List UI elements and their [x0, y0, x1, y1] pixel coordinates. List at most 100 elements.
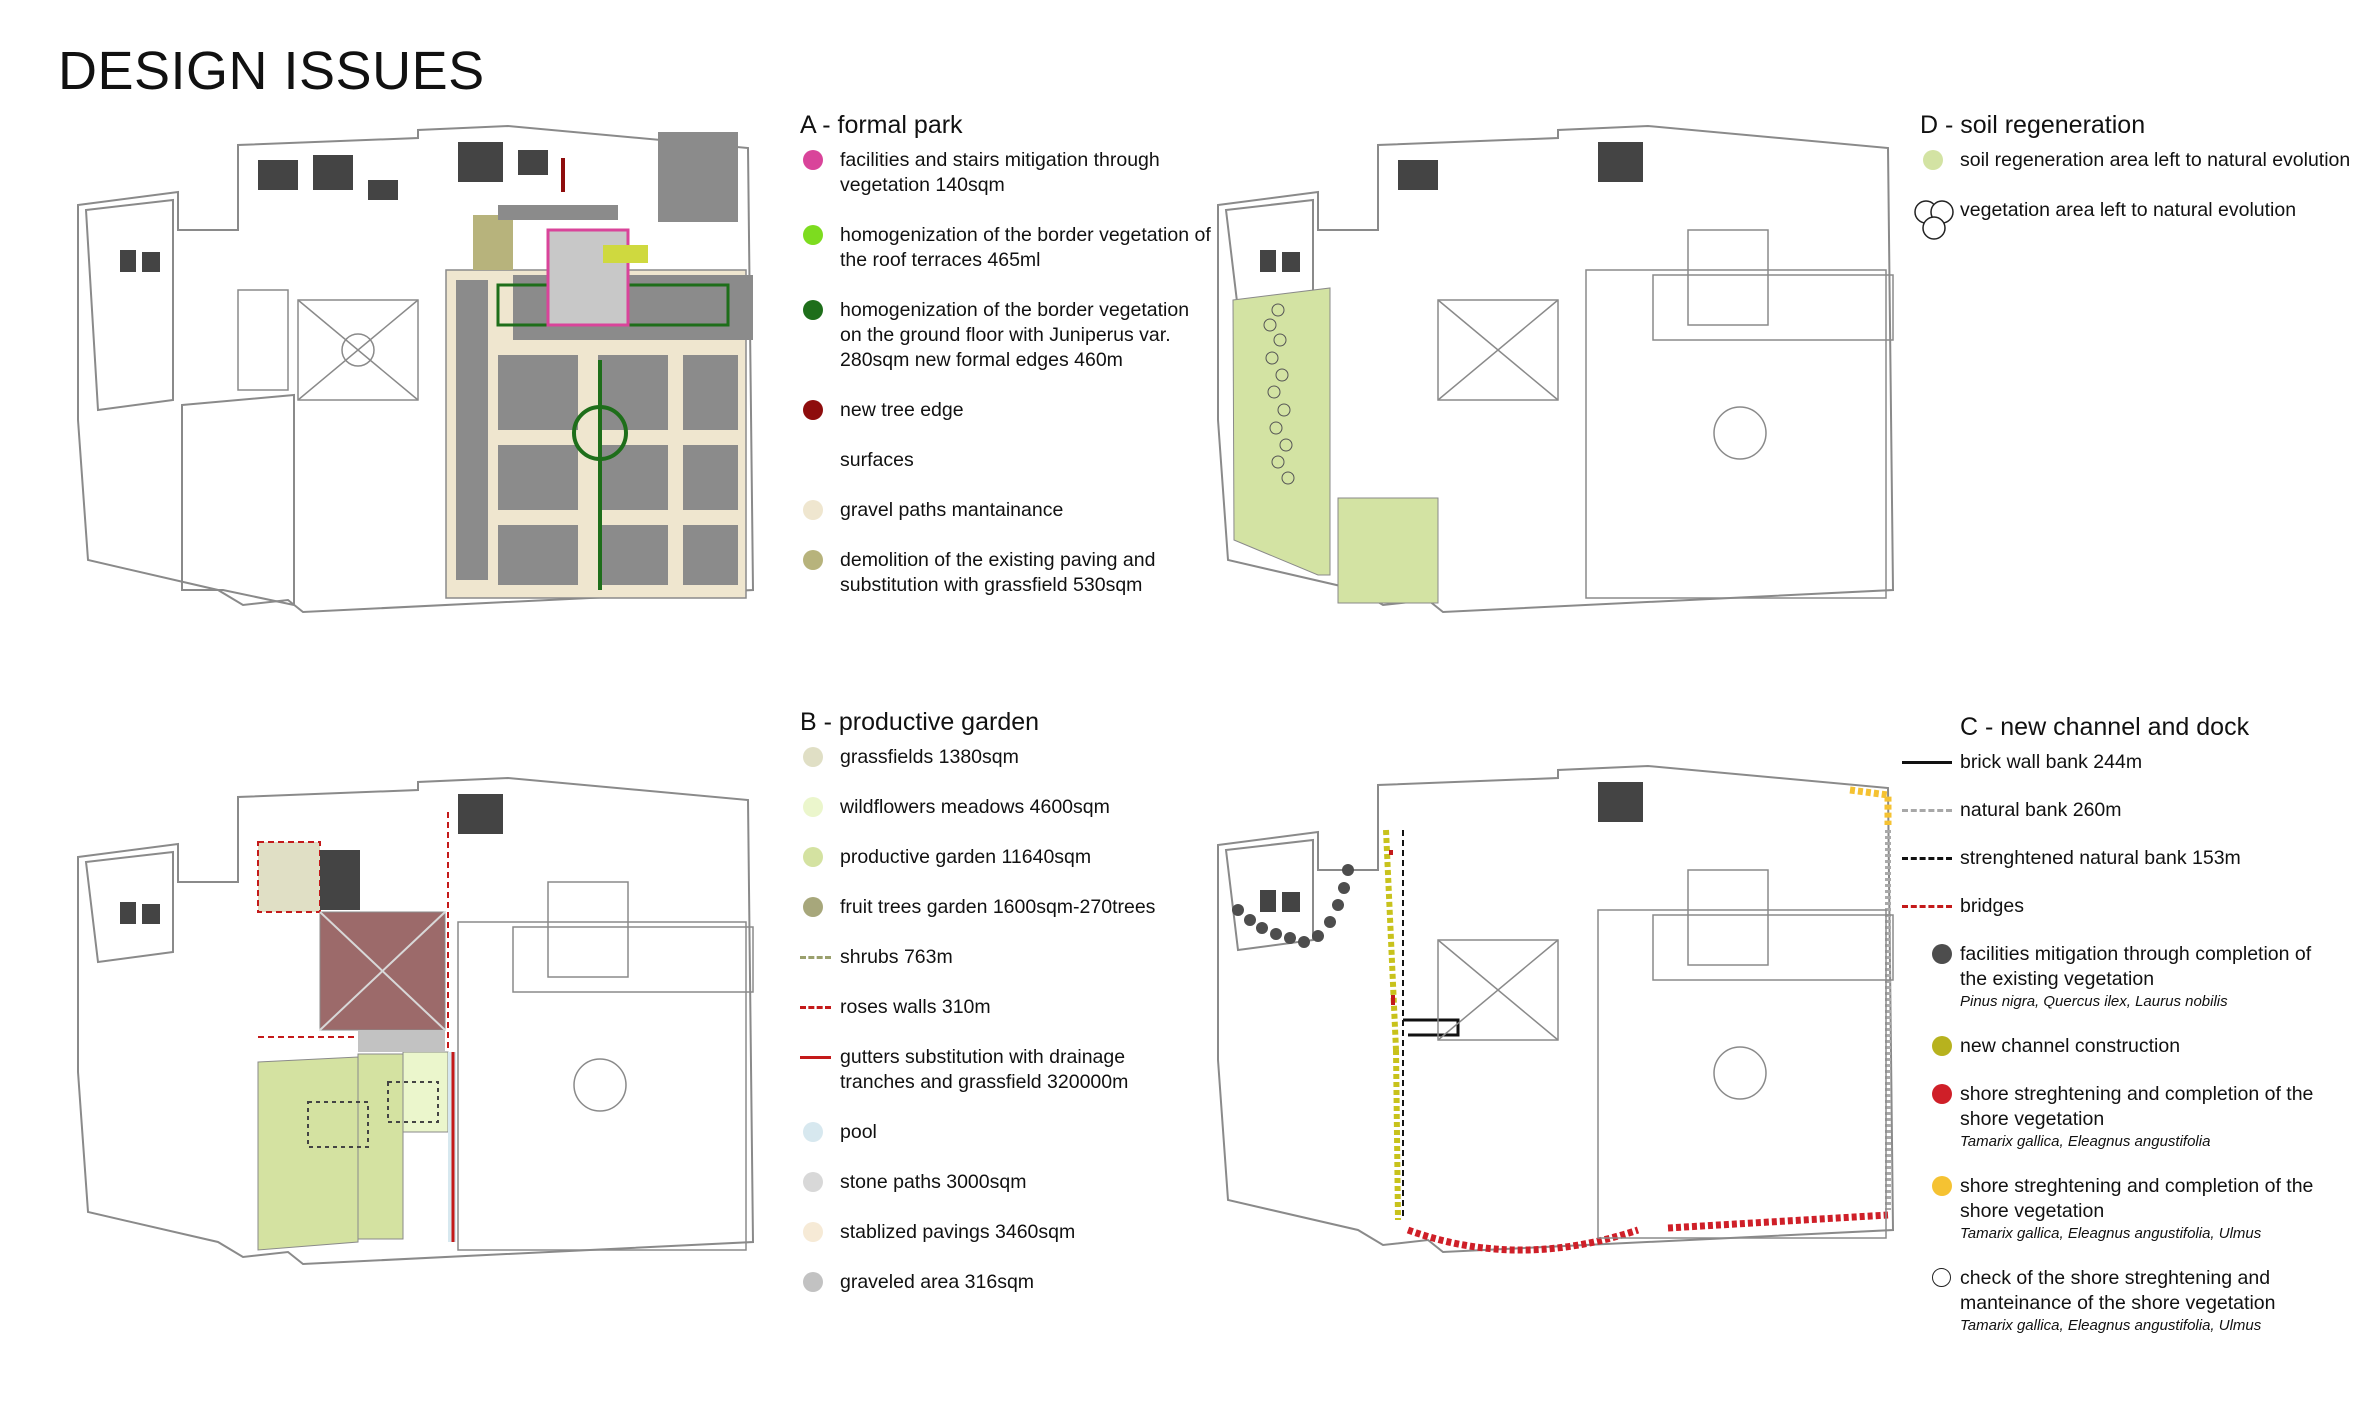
legend-label: surfaces: [840, 449, 914, 471]
legend-productive-garden: B - productive garden grassfields 1380sq…: [800, 707, 1240, 1320]
legend-item: gravel paths mantainance: [800, 498, 1240, 523]
legend-label: wildflowers meadows 4600sqm: [840, 796, 1110, 818]
legend-item: demolition of the existing paving and su…: [800, 548, 1240, 598]
tree-cluster-icon: [1914, 200, 1954, 240]
legend-item: strenghtened natural bank 153m: [1902, 846, 2342, 871]
swatch-line: [1902, 761, 1952, 764]
swatch-dot: [803, 897, 823, 917]
legend-item: fruit trees garden 1600sqm-270trees: [800, 895, 1240, 920]
legend-label: homogenization of the border vegetation …: [840, 224, 1211, 271]
legend-item: wildflowers meadows 4600sqm: [800, 795, 1240, 820]
north-buildings: [258, 132, 738, 222]
legend-label: vegetation area left to natural evolutio…: [1960, 199, 2297, 221]
productive-areas: [257, 812, 456, 1251]
swatch-line: [800, 1056, 831, 1059]
swatch-dot: [803, 797, 823, 817]
site-outline: [77, 124, 755, 614]
swatch-dot: [1932, 1176, 1952, 1196]
swatch-dot: [1932, 1036, 1952, 1056]
map-soil-regeneration: [1217, 124, 1895, 614]
legend-item: facilities mitigation through completion…: [1902, 942, 2342, 1011]
legend-heading: C - new channel and dock: [1960, 713, 2250, 741]
legend-item: new channel construction: [1902, 1034, 2342, 1059]
swatch-dot: [803, 300, 823, 320]
legend-label: new tree edge: [840, 399, 964, 421]
legend-label: bridges: [1960, 895, 2024, 917]
legend-label: grassfields 1380sqm: [840, 746, 1019, 768]
swatch-dot: [1932, 944, 1952, 964]
legend-heading: D - soil regeneration: [1920, 111, 2146, 139]
legend-label: strenghtened natural bank 153m: [1960, 847, 2241, 869]
swatch-line: [1902, 857, 1952, 860]
swatch-dot: [803, 847, 823, 867]
species-note: Tamarix gallica, Eleagnus angustifolia: [1960, 1133, 2211, 1150]
legend-item: check of the shore streghtening and mant…: [1902, 1266, 2342, 1335]
legend-item: new tree edge: [800, 398, 1240, 423]
legend-label: demolition of the existing paving and su…: [840, 549, 1156, 596]
legend-soil-regeneration: D - soil regeneration soil regeneration …: [1914, 110, 2360, 248]
legend-heading: B - productive garden: [800, 708, 1040, 736]
legend-label: soil regeneration area left to natural e…: [1960, 149, 2351, 171]
map-channel-dock: [1217, 764, 1895, 1254]
legend-item: roses walls 310m: [800, 995, 1240, 1020]
swatch-dot: [1932, 1084, 1952, 1104]
legend-label: stablized pavings 3460sqm: [840, 1221, 1076, 1243]
swatch-line: [1902, 905, 1952, 908]
legend-label: gravel paths mantainance: [840, 499, 1064, 521]
map-productive-garden: [77, 776, 755, 1266]
legend-item: gutters substitution with drainage tranc…: [800, 1045, 1170, 1095]
legend-item: facilities and stairs mitigation through…: [800, 148, 1240, 198]
legend-label: graveled area 316sqm: [840, 1271, 1035, 1293]
legend-label: shore streghtening and completion of the…: [1960, 1174, 2342, 1243]
site-outline: [77, 776, 755, 1266]
legend-label: facilities mitigation through completion…: [1960, 942, 2342, 1011]
legend-item: natural bank 260m: [1902, 798, 2342, 823]
legend-item: productive garden 11640sqm: [800, 845, 1240, 870]
legend-item: brick wall bank 244m: [1902, 750, 2342, 775]
legend-item: shore streghtening and completion of the…: [1902, 1174, 2342, 1243]
legend-label: natural bank 260m: [1960, 799, 2122, 821]
legend-label: new channel construction: [1960, 1035, 2181, 1057]
swatch-dot: [803, 400, 823, 420]
legend-label: brick wall bank 244m: [1960, 751, 2143, 773]
swatch-dot: [1923, 150, 1943, 170]
legend-item: pool: [800, 1120, 1240, 1145]
page-title: DESIGN ISSUES: [58, 41, 485, 101]
legend-item: shore streghtening and completion of the…: [1902, 1082, 2342, 1151]
legend-label: roses walls 310m: [840, 996, 991, 1018]
legend-label: check of the shore streghtening and mant…: [1960, 1266, 2342, 1335]
legend-item: homogenization of the border vegetation …: [800, 223, 1240, 273]
legend-label: shore streghtening and completion of the…: [1960, 1082, 2342, 1151]
swatch-dot-outline: [1932, 1268, 1951, 1287]
legend-item: surfaces: [800, 448, 1240, 473]
dark-trees: [1232, 864, 1354, 948]
site-outline: [1217, 764, 1895, 1254]
legend-label: fruit trees garden 1600sqm-270trees: [840, 896, 1156, 918]
legend-label: productive garden 11640sqm: [840, 846, 1092, 868]
swatch-line: [800, 1006, 831, 1009]
swatch-dot: [803, 550, 823, 570]
legend-item: stone paths 3000sqm: [800, 1170, 1240, 1195]
swatch-dot: [803, 150, 823, 170]
species-note: Tamarix gallica, Eleagnus angustifolia, …: [1960, 1317, 2262, 1334]
legend-label: facilities and stairs mitigation through…: [840, 149, 1160, 196]
legend-label: gutters substitution with drainage tranc…: [840, 1046, 1129, 1093]
species-note: Tamarix gallica, Eleagnus angustifolia, …: [1960, 1225, 2262, 1242]
legend-item: bridges: [1902, 894, 2342, 919]
tree-cluster: [1263, 303, 1295, 485]
swatch-dot: [803, 1122, 823, 1142]
legend-item: shrubs 763m: [800, 945, 1240, 970]
soil-area: [1232, 287, 1439, 604]
legend-label: pool: [840, 1121, 877, 1143]
legend-label: shrubs 763m: [840, 946, 953, 968]
swatch-dot: [803, 500, 823, 520]
swatch-line: [1902, 809, 1952, 812]
west-parterre: [237, 289, 419, 401]
swatch-line: [800, 956, 831, 959]
legend-channel-dock: C - new channel and dock brick wall bank…: [1902, 712, 2342, 1358]
palace-block: [473, 215, 753, 340]
swatch-dot: [803, 225, 823, 245]
legend-label: stone paths 3000sqm: [840, 1171, 1027, 1193]
legend-item: homogenization of the border vegetation …: [800, 298, 1200, 373]
legend-label: homogenization of the border vegetation …: [840, 299, 1190, 371]
